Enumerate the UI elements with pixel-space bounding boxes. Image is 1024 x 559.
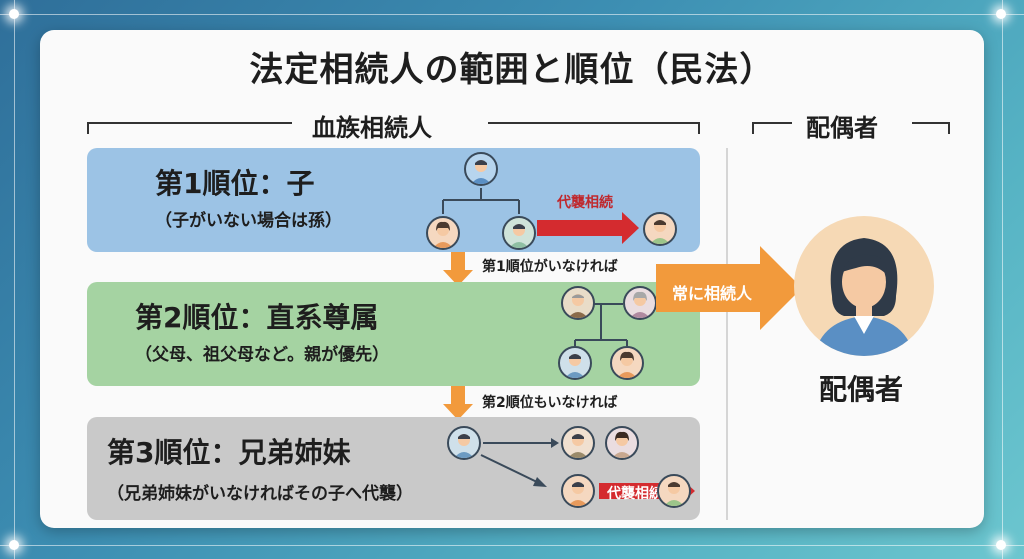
person-icon (610, 346, 644, 380)
frame-line-top (0, 14, 1024, 15)
spouse-label: 配偶者 (818, 373, 903, 406)
glow-dot (9, 540, 19, 550)
column-divider (726, 148, 728, 520)
bracket-line (87, 122, 292, 124)
transition-note-1: 第1順位がいなければ (482, 259, 618, 275)
bracket-line (488, 122, 700, 124)
bracket-tick (752, 122, 754, 134)
page-title: 法定相続人の範囲と順位（民法） (249, 50, 775, 90)
frame-line-right (1002, 0, 1003, 559)
always-heir-label: 常に相続人 (672, 284, 753, 303)
spouse-heading: 配偶者 (806, 114, 878, 142)
rank3-representation-label: 代襲相続 (607, 486, 663, 502)
glow-dot (9, 9, 19, 19)
down-arrow-icon (443, 252, 473, 286)
person-icon (447, 426, 481, 460)
rank1-box: 第1順位：子 （子がいない場合は孫） 代襲相続 (87, 148, 700, 252)
person-icon (623, 286, 657, 320)
bracket-tick (698, 122, 700, 134)
spouse-avatar-icon (794, 216, 934, 356)
rank3-subtitle: （兄弟姉妹がいなければその子へ代襲） (107, 484, 413, 504)
rank2-box: 第2順位：直系尊属 （父母、祖父母など。親が優先） (87, 282, 700, 386)
down-arrow-icon (443, 386, 473, 420)
bracket-line (752, 122, 792, 124)
transition-note-2: 第2順位もいなければ (482, 395, 618, 411)
rank2-subtitle: （父母、祖父母など。親が優先） (135, 345, 390, 365)
right-arrow-icon (656, 246, 802, 330)
bracket-line (912, 122, 950, 124)
rank3-title: 第3順位：兄弟姉妹 (107, 436, 351, 469)
blood-heading: 血族相続人 (312, 114, 432, 142)
rank1-title: 第1順位：子 (155, 167, 315, 200)
person-icon (464, 152, 498, 186)
person-icon (561, 426, 595, 460)
person-icon (502, 216, 536, 250)
person-icon (561, 286, 595, 320)
person-icon (643, 212, 677, 246)
frame-line-bottom (0, 545, 1024, 546)
person-icon (605, 426, 639, 460)
person-icon (561, 474, 595, 508)
bracket-tick (948, 122, 950, 134)
frame-line-left (14, 0, 15, 559)
rank3-box: 第3順位：兄弟姉妹 （兄弟姉妹がいなければその子へ代襲） 代襲相続 (87, 417, 700, 520)
glow-dot (996, 9, 1006, 19)
rank2-title: 第2順位：直系尊属 (135, 301, 379, 334)
rank1-family-tree (442, 188, 639, 244)
diagram-card: 法定相続人の範囲と順位（民法） 血族相続人 配偶者 第1順位：子 （子がいない場… (40, 30, 984, 528)
rank1-subtitle: （子がいない場合は孫） (155, 211, 342, 231)
bracket-tick (87, 122, 89, 134)
glow-dot (996, 540, 1006, 550)
rank1-representation-label: 代襲相続 (557, 195, 613, 211)
person-icon (657, 474, 691, 508)
person-icon (426, 216, 460, 250)
person-icon (558, 346, 592, 380)
